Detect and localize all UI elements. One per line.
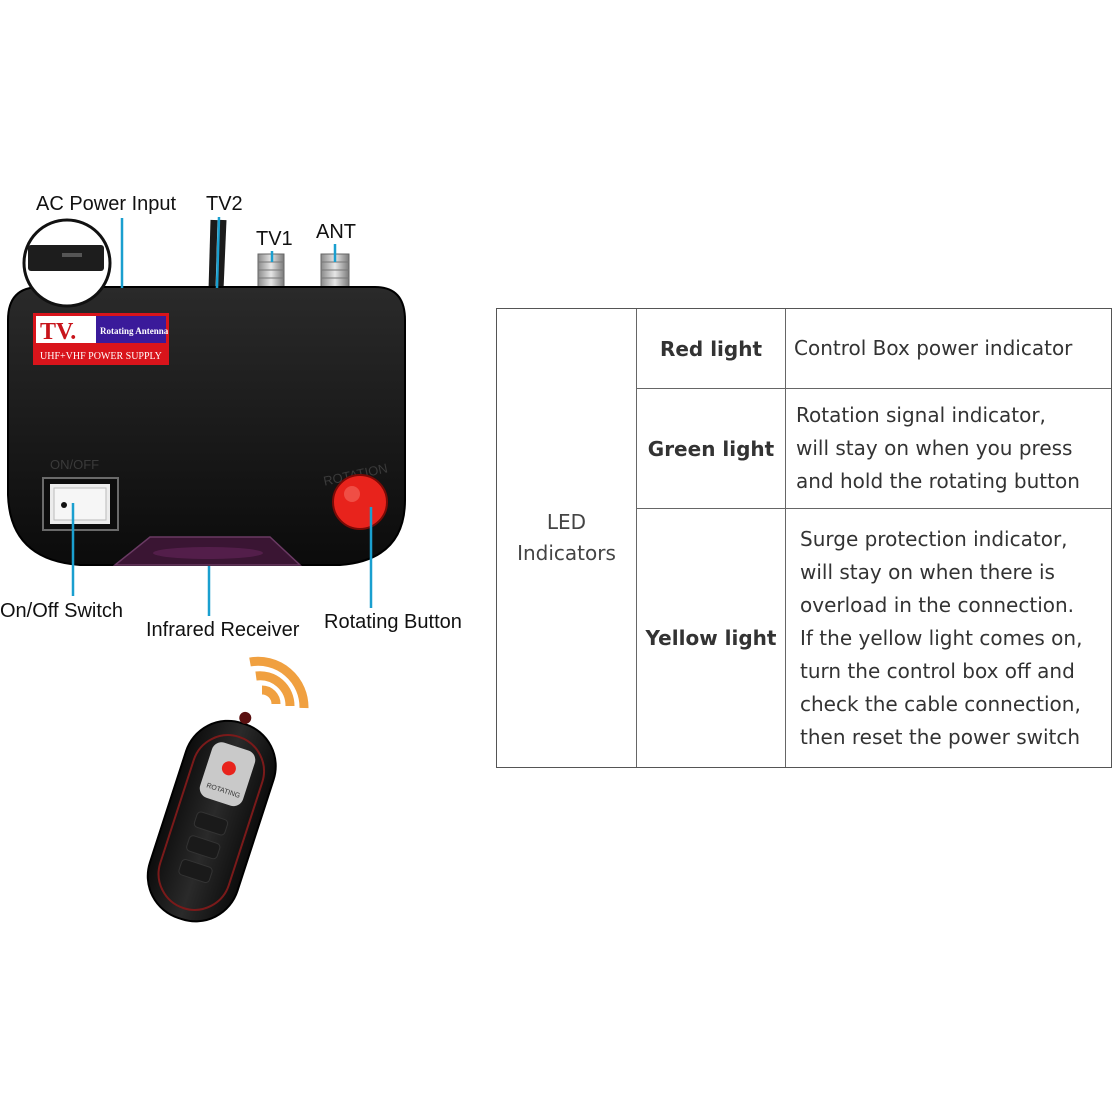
led-desc-line: Rotation signal indicator, [796,403,1046,427]
led-desc-line: then reset the power switch [800,724,1081,749]
switch-panel-label: ON/OFF [50,457,99,472]
remote-control: ROTATING [146,711,277,923]
led-name-yellow: Yellow light [637,509,786,767]
sticker-supply: UHF+VHF POWER SUPPLY [40,351,162,362]
led-desc-line: and hold the rotating button [796,469,1080,493]
label-tv2: TV2 [206,193,243,215]
callout-lines [71,216,373,616]
led-desc-line: Control Box power indicator [794,336,1073,360]
label-rotating-button: Rotating Button [324,611,462,633]
sticker-brand: TV. [40,319,76,345]
led-desc-line: If the yellow light comes on, [800,625,1083,650]
led-desc-red: Control Box power indicator [786,309,1111,389]
label-ac-power-input: AC Power Input [36,193,177,215]
button-highlight [344,486,360,502]
label-tv1: TV1 [256,228,293,250]
ac-power-inset [22,218,112,308]
on-off-switch [42,477,119,531]
led-desc-line: overload in the connection. [800,592,1075,617]
tv2-cable [208,219,227,291]
led-name-red: Red light [637,309,786,389]
label-on-off-switch: On/Off Switch [0,600,124,622]
led-desc-line: turn the control box off and [800,658,1075,683]
led-indicator-table: LED Indicators Red light Control Box pow… [496,308,1112,768]
led-group-label-line1: LED [546,510,587,534]
rotating-button [332,474,388,530]
led-desc-line: will stay on when there is [800,559,1055,584]
led-name-green: Green light [637,389,786,509]
led-desc-green: Rotation signal indicator, will stay on … [786,389,1111,509]
led-desc-line: Surge protection indicator, [800,526,1068,551]
led-group-label-line2: Indicators [517,541,616,565]
sticker-subtitle: Rotating Antenna [100,326,169,336]
led-desc-line: check the cable connection, [800,691,1081,716]
label-infrared-receiver: Infrared Receiver [146,619,300,641]
signal-waves-icon [249,656,309,709]
ir-window-glow [153,547,263,559]
led-desc-yellow: Surge protection indicator, will stay on… [786,509,1111,767]
led-desc-line: will stay on when you press [796,436,1073,460]
brand-sticker: TV. Rotating Antenna UHF+VHF POWER SUPPL… [33,313,169,365]
led-group-label: LED Indicators [497,309,637,767]
label-ant: ANT [316,221,356,243]
